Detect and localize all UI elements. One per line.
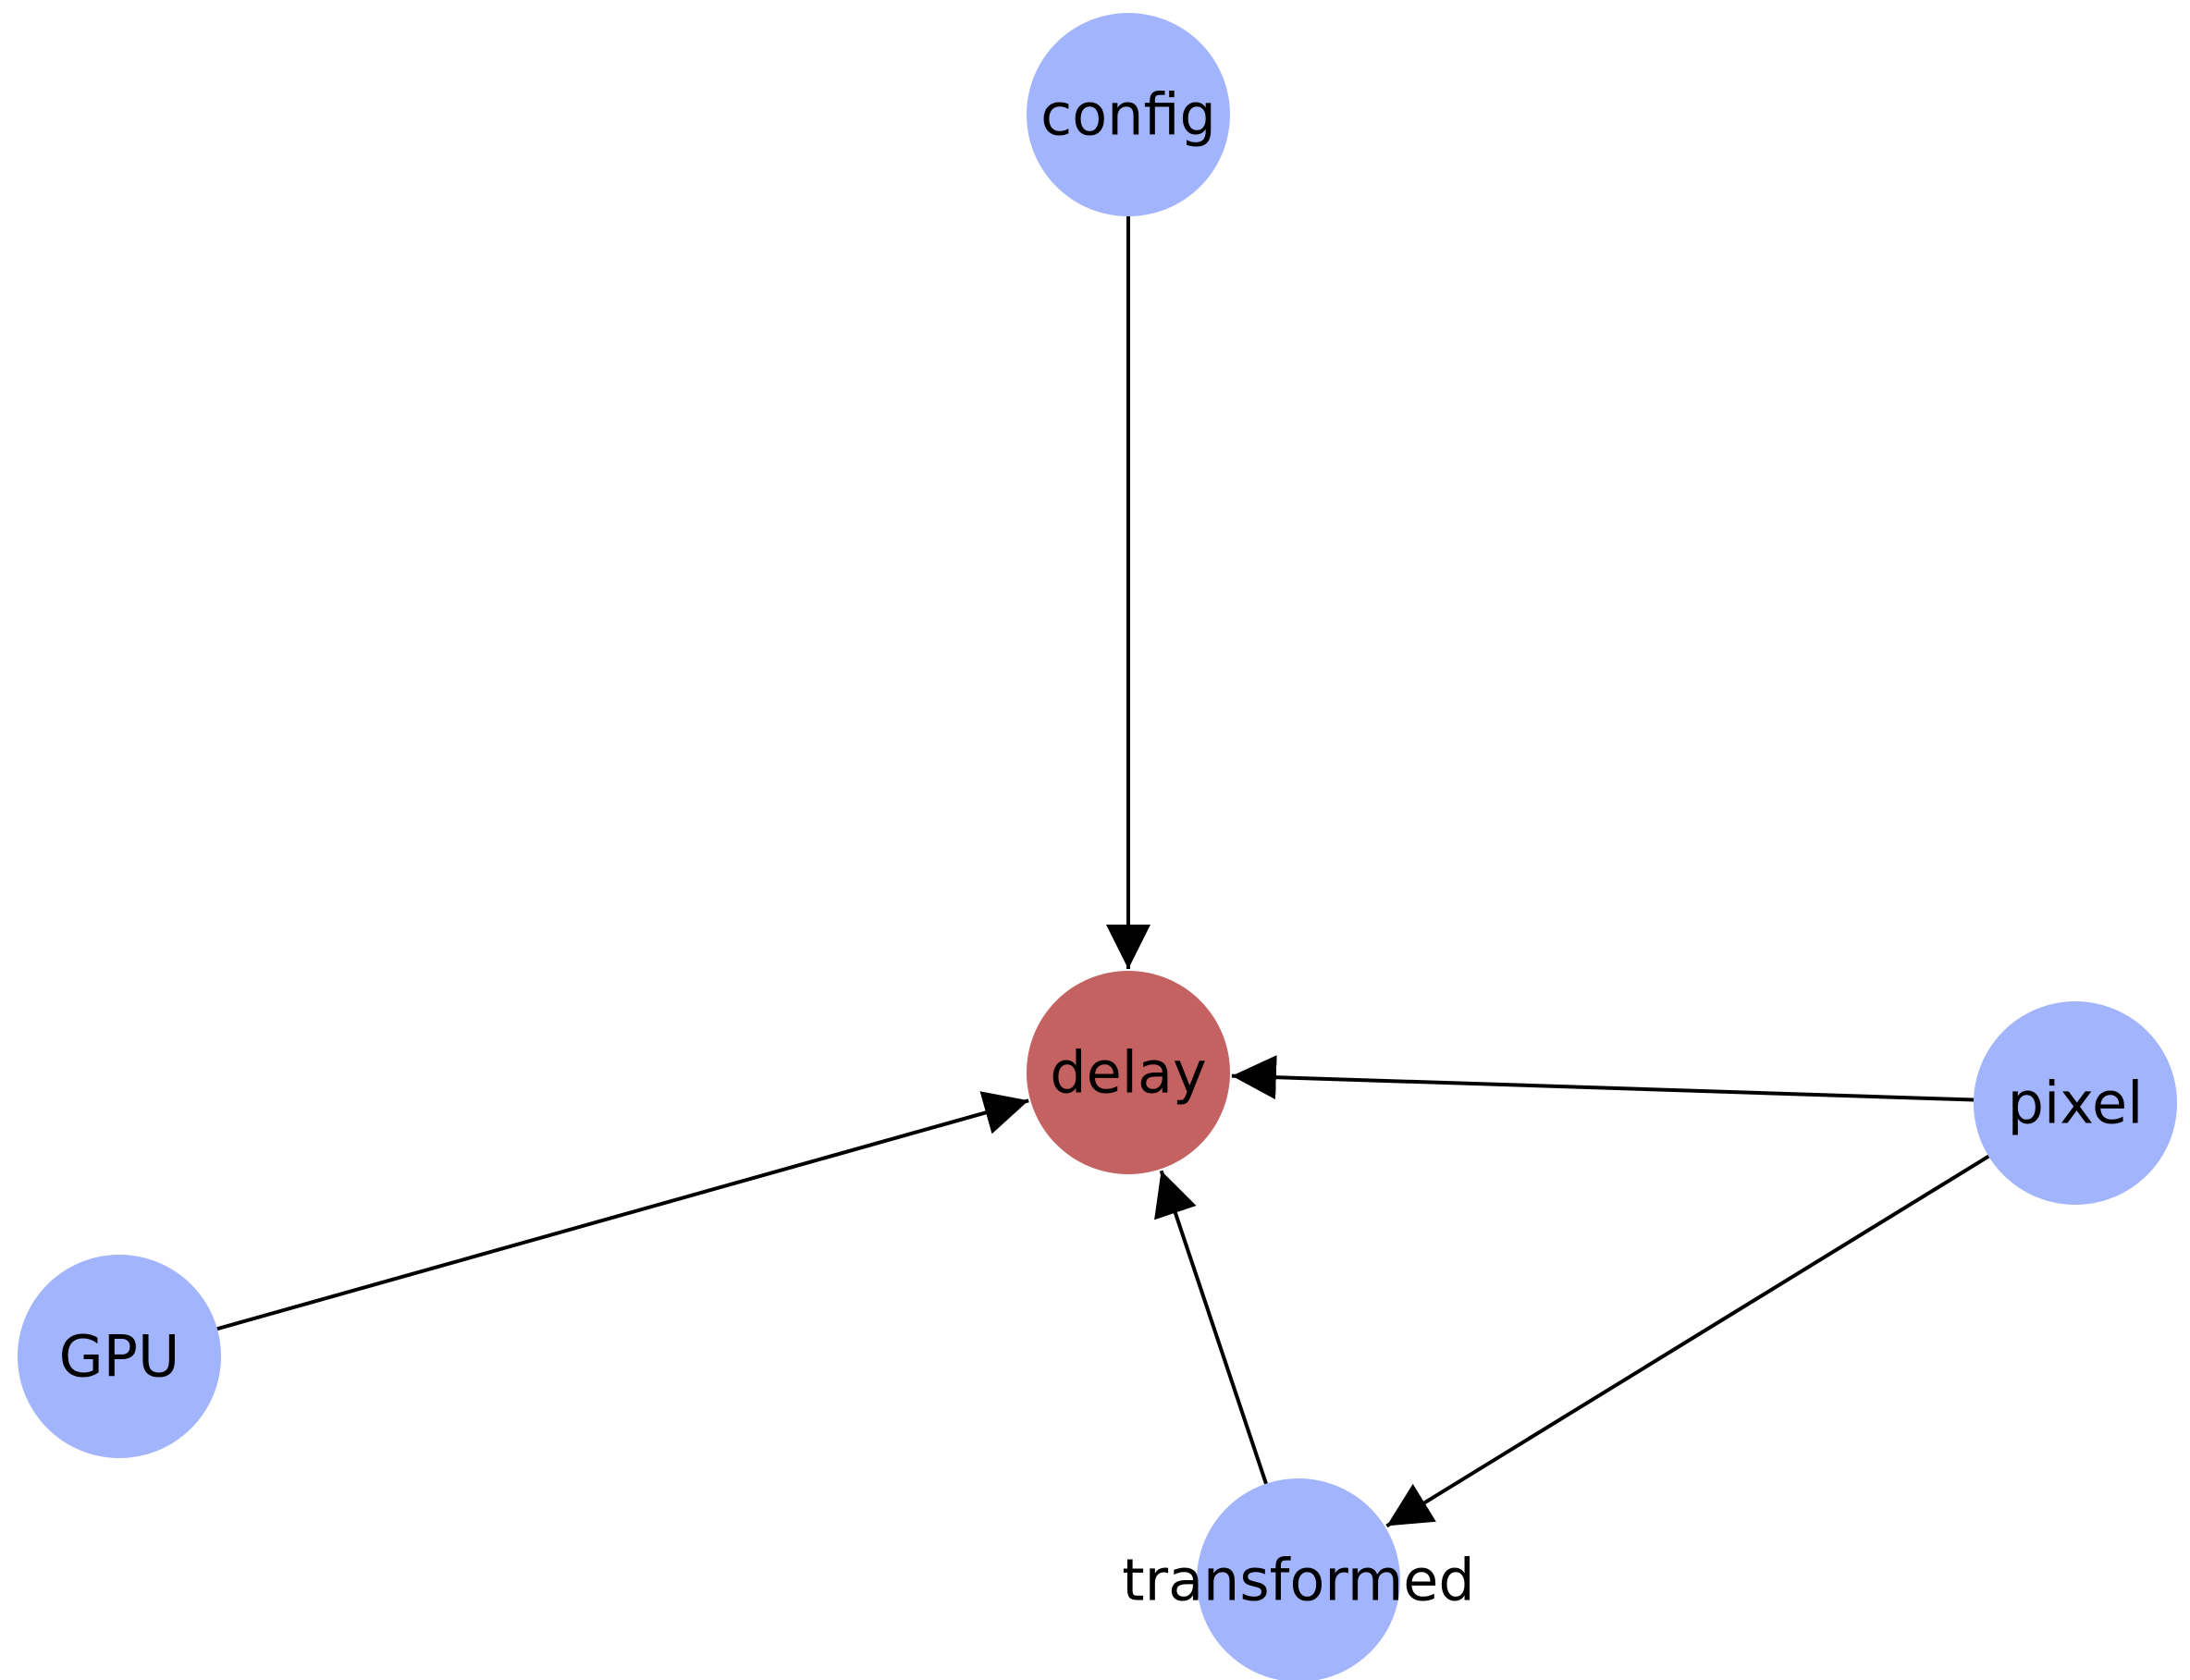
edge-transformed-to-delay <box>1154 1170 1268 1485</box>
node-label-gpu: GPU <box>59 1323 180 1391</box>
edges-layer <box>216 216 1990 1528</box>
node-config: config <box>1027 13 1230 216</box>
node-gpu: GPU <box>18 1255 221 1458</box>
node-circle-transformed <box>1197 1478 1400 1680</box>
node-label-transformed: transformed <box>1122 1547 1474 1614</box>
node-pixel: pixel <box>1974 1001 2177 1205</box>
node-transformed: transformed <box>1122 1478 1475 1680</box>
node-delay: delay <box>1027 971 1230 1174</box>
node-label-config: config <box>1040 81 1216 149</box>
node-label-delay: delay <box>1050 1039 1206 1107</box>
edge-gpu-to-delay <box>216 1091 1029 1331</box>
node-circle-config <box>1027 13 1230 216</box>
node-label-pixel: pixel <box>2008 1070 2144 1137</box>
node-circle-gpu <box>18 1255 221 1458</box>
edge-pixel-to-transformed <box>1385 1154 1990 1528</box>
node-circle-pixel <box>1974 1001 2177 1205</box>
node-circle-delay <box>1027 971 1230 1174</box>
edge-pixel-to-delay <box>1231 1055 1975 1102</box>
